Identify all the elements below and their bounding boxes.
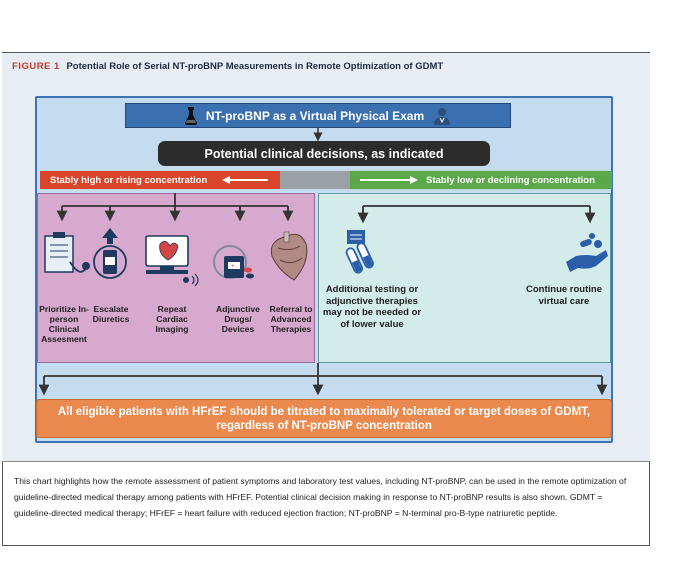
device-pills-icon: + — [213, 245, 254, 279]
banner-text: NT-proBNP as a Virtual Physical Exam — [205, 108, 425, 123]
action-label-in-person: Prioritize In-person Clinical Assesment — [39, 304, 89, 344]
figure-title-text: Potential Role of Serial NT-proBNP Measu… — [66, 61, 444, 72]
clinical-decisions-box: Potential clinical decisions, as indicat… — [158, 141, 490, 166]
nt-probnp-banner: NT-proBNP as a Virtual Physical Exam — [125, 103, 511, 128]
neutral-bar — [280, 171, 350, 189]
action-label-additional-testing: Additional testing or adjunctive therapi… — [322, 284, 422, 330]
low-concentration-label: Stably low or declining concentration — [426, 174, 595, 186]
clipboard-stethoscope-icon — [44, 232, 90, 273]
gdmt-titration-text: All eligible patients with HFrEF should … — [57, 405, 591, 432]
figure-title: FIGURE 1 Potential Role of Serial NT-pro… — [2, 53, 650, 81]
svg-text:+: + — [231, 264, 235, 270]
heart-pump-icon — [270, 231, 308, 281]
flask-icon — [184, 106, 197, 125]
bottom-connector-arrows — [38, 363, 608, 396]
caption-divider — [2, 461, 650, 462]
action-label-routine-care: Continue routine virtual care — [526, 284, 602, 307]
echo-monitor-icon — [145, 235, 199, 287]
decisions-text: Potential clinical decisions, as indicat… — [204, 146, 444, 161]
doctor-icon — [434, 107, 451, 125]
gdmt-titration-box: All eligible patients with HFrEF should … — [36, 399, 612, 438]
test-tubes-icon — [345, 230, 374, 274]
high-concentration-bar: Stably high or rising concentration — [40, 171, 280, 189]
right-pointing-arrow — [360, 176, 418, 184]
hand-pills-icon — [566, 233, 608, 272]
action-label-imaging: Repeat Cardiac Imaging — [155, 304, 189, 334]
low-concentration-bar: Stably low or declining concentration — [350, 171, 612, 189]
high-concentration-label: Stably high or rising concentration — [50, 174, 208, 186]
right-branch-arrows — [357, 205, 596, 224]
left-pointing-arrow — [222, 176, 268, 184]
action-label-advanced: Referral to Advanced Therapies — [269, 304, 313, 334]
figure-caption: This chart highlights how the remote ass… — [14, 476, 627, 519]
action-label-drugs-devices: Adjunctive Drugs/ Devices — [216, 304, 260, 334]
action-label-diuretics: Escalate Diuretics — [92, 304, 130, 324]
pill-bottle-up-icon — [93, 228, 127, 279]
figure-label: FIGURE 1 — [12, 61, 60, 72]
left-branch-arrows — [56, 193, 294, 222]
